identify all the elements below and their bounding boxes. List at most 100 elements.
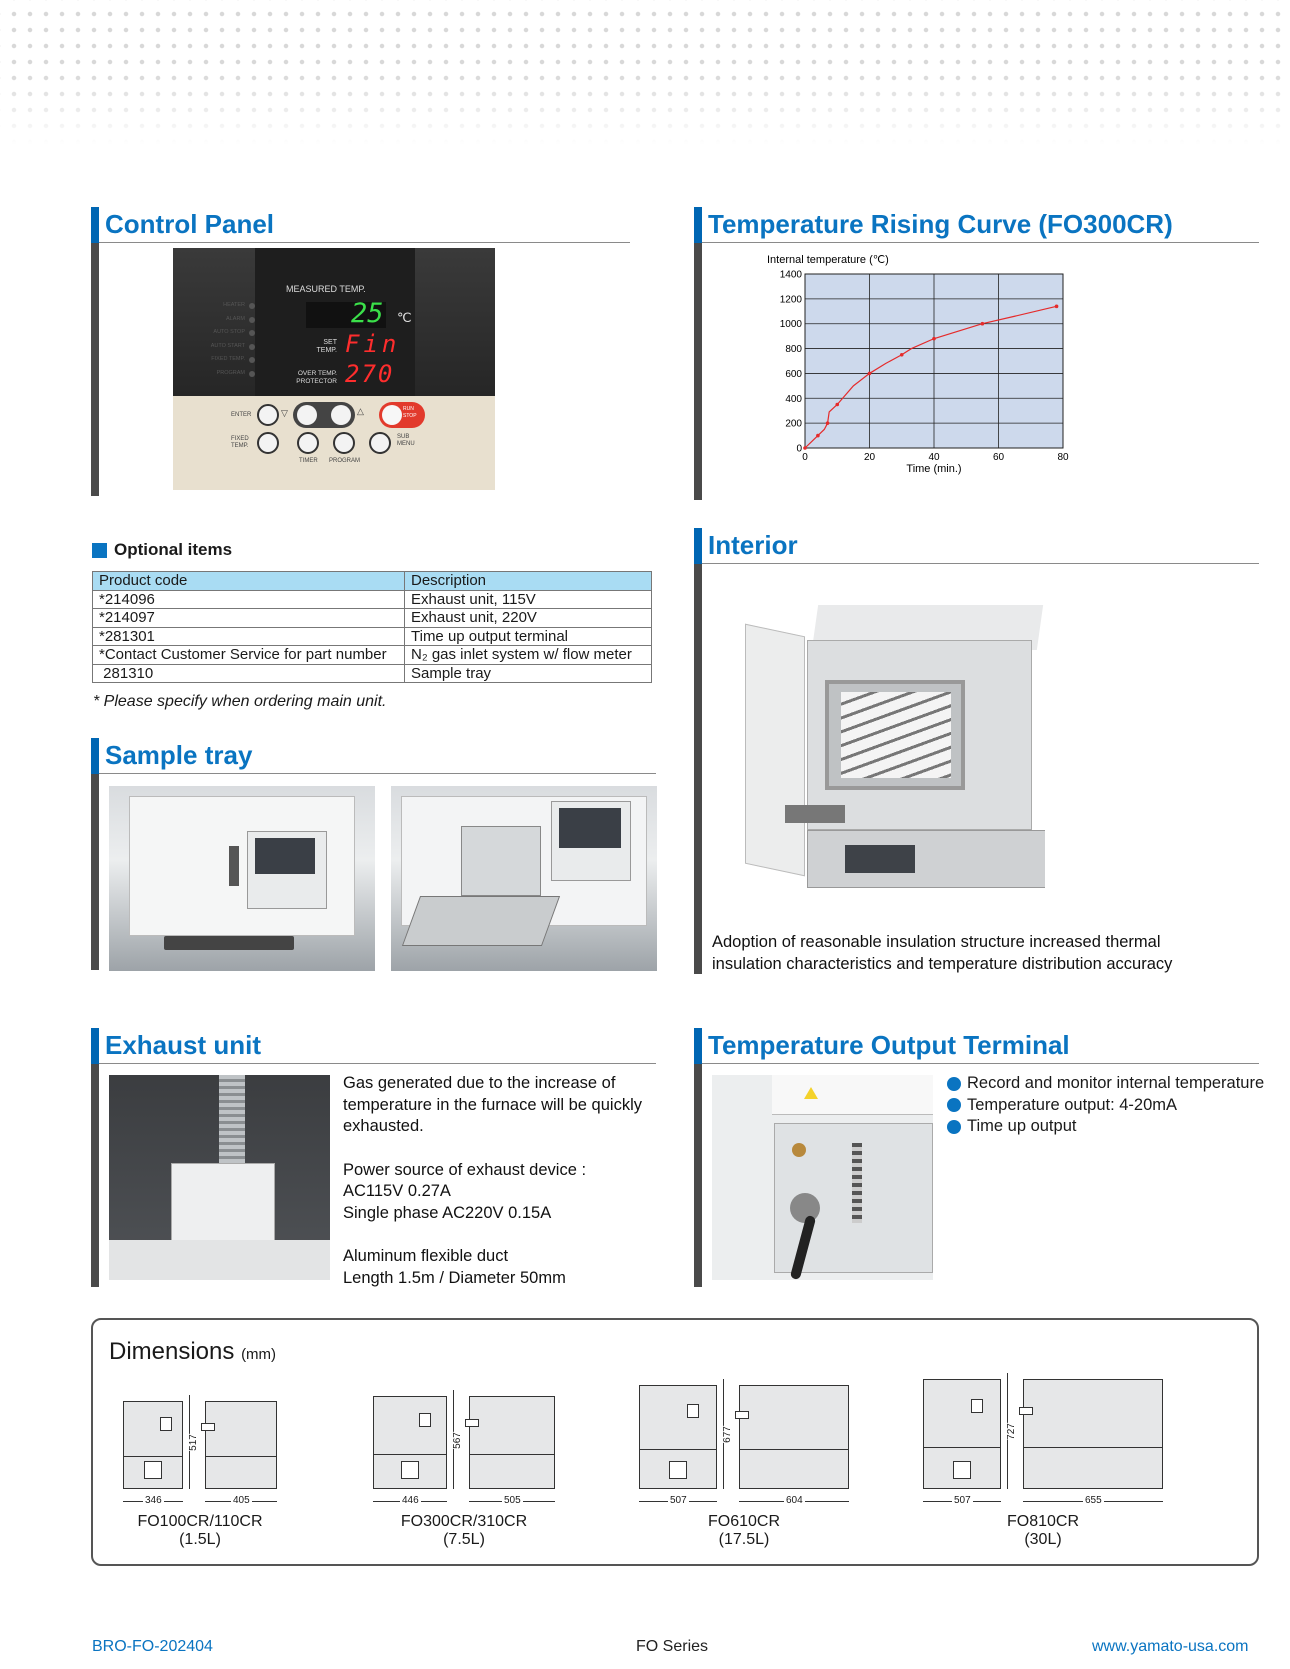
y-axis-label: Internal temperature (℃): [767, 254, 889, 266]
x-tick-label: 20: [864, 452, 876, 463]
section-side-bar: [91, 1064, 99, 1287]
description-cell: Time up output terminal: [404, 626, 652, 646]
section-title: Exhaust unit: [105, 1030, 262, 1060]
optional-items-title: Optional items: [114, 540, 233, 559]
product-code-cell: 281310: [92, 663, 405, 683]
duct-line1: Aluminum flexible duct: [343, 1247, 509, 1265]
x-tick-label: 60: [993, 452, 1005, 463]
width-dimension: 507: [952, 1495, 973, 1506]
column-header-description: Description: [404, 571, 652, 591]
dimensions-title: Dimensions (mm): [109, 1338, 277, 1365]
description-cell: Exhaust unit, 115V: [404, 589, 652, 609]
y-tick-label: 800: [785, 344, 802, 355]
unit-label: ℃: [397, 310, 412, 325]
section-side-bar: [694, 564, 702, 974]
series-name: FO Series: [636, 1638, 709, 1655]
product-code-cell: *Contact Customer Service for part numbe…: [92, 645, 405, 665]
list-item: Time up output: [947, 1116, 1264, 1138]
section-header-temp-output: Temperature Output Terminal: [694, 1028, 1259, 1064]
section-side-bar: [694, 1064, 702, 1287]
set-temp-label: SET TEMP.: [316, 339, 338, 354]
section-title: Sample tray: [105, 740, 253, 770]
indicator-light: AUTO START: [203, 343, 255, 353]
description-cell: N₂ gas inlet system w/ flow meter: [404, 645, 652, 665]
height-dimension: 727: [1005, 1423, 1017, 1440]
measured-temp-value: 25: [351, 298, 384, 329]
section-header-temp-curve: Temperature Rising Curve (FO300CR): [694, 207, 1259, 243]
section-header-control-panel: Control Panel: [91, 207, 630, 243]
duct-line2: Length 1.5m / Diameter 50mm: [343, 1269, 566, 1287]
data-point: [825, 421, 830, 425]
model-name: FO300CR/310CR: [400, 1513, 528, 1530]
fixed-temp-label: FIXED TEMP.: [231, 436, 249, 449]
bullet-icon: [947, 1098, 961, 1113]
y-tick-label: 400: [785, 394, 802, 405]
data-point: [816, 433, 820, 438]
description-cell: Exhaust unit, 220V: [404, 608, 652, 628]
data-point: [1054, 304, 1059, 309]
run-stop-label: RUN STOP: [403, 406, 417, 419]
x-tick-label: 0: [802, 452, 808, 463]
width-dimension: 507: [668, 1495, 689, 1506]
data-point: [803, 446, 807, 450]
exhaust-power-line3: Single phase AC220V 0.15A: [343, 1204, 552, 1222]
indicator-light: ALARM: [203, 316, 255, 326]
section-title: Control Panel: [105, 209, 275, 239]
y-tick-label: 200: [785, 419, 802, 430]
list-item: Temperature output: 4-20mA: [947, 1095, 1264, 1117]
over-temp-value: 270: [345, 360, 395, 388]
website-link[interactable]: www.yamato-usa.com: [1092, 1638, 1249, 1655]
section-header-interior: Interior: [694, 528, 1259, 564]
indicator-light: FIXED TEMP.: [203, 356, 255, 366]
model-name: FO100CR/110CR: [137, 1513, 263, 1530]
up-button: [331, 405, 351, 425]
enter-button: [257, 404, 279, 426]
height-dimension: 567: [451, 1431, 463, 1449]
data-point: [932, 336, 936, 341]
model-capacity: (17.5L): [718, 1531, 770, 1548]
section-title: Temperature Output Terminal: [708, 1030, 1070, 1060]
height-dimension: 677: [721, 1426, 733, 1443]
exhaust-power-line2: AC115V 0.27A: [343, 1182, 451, 1200]
product-code-cell: *214097: [92, 608, 405, 628]
depth-dimension: 505: [502, 1495, 523, 1506]
data-point: [899, 352, 904, 357]
list-item: Record and monitor internal temperature: [947, 1073, 1264, 1095]
product-code-cell: *214096: [92, 589, 405, 609]
data-point: [980, 321, 985, 326]
data-point: [867, 371, 872, 376]
ordering-note: * Please specify when ordering main unit…: [93, 693, 387, 710]
y-tick-label: 1000: [780, 319, 803, 330]
x-tick-label: 40: [928, 452, 940, 463]
section-title: Interior: [708, 530, 798, 560]
y-tick-label: 600: [785, 369, 802, 380]
down-button: [297, 405, 317, 425]
indicator-light: HEATER: [203, 302, 255, 312]
depth-dimension: 655: [1083, 1495, 1104, 1506]
model-capacity: (7.5L): [443, 1531, 485, 1548]
column-header-product-code: Product code: [92, 571, 405, 591]
interior-description: Adoption of reasonable insulation struct…: [712, 933, 1173, 973]
fixed-temp-button: [257, 432, 279, 454]
depth-dimension: 405: [231, 1495, 252, 1506]
model-name: FO610CR: [707, 1513, 781, 1530]
measured-temp-label: MEASURED TEMP.: [286, 284, 366, 294]
bullet-icon: [947, 1119, 961, 1134]
exhaust-description: Gas generated due to the increase of tem…: [343, 1074, 642, 1135]
timer-button: [297, 432, 319, 454]
dot-pattern-background: [0, 0, 1290, 145]
exhaust-unit-photo: [109, 1075, 330, 1280]
description-cell: Sample tray: [404, 663, 652, 683]
product-code-cell: *281301: [92, 626, 405, 646]
program-label: PROGRAM: [329, 458, 361, 464]
over-temp-label: OVER TEMP. PROTECTOR: [296, 370, 337, 385]
